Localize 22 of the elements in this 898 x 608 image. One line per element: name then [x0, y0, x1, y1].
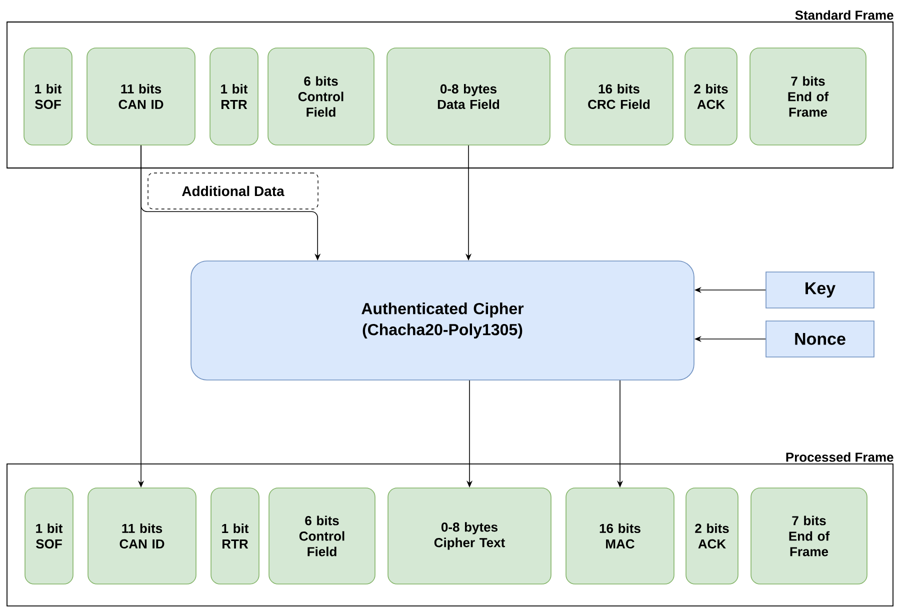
- field-box: 11 bits CAN ID: [86, 48, 196, 146]
- field-box: 1 bit SOF: [24, 488, 74, 584]
- field-box: 0-8 bytes Cipher Text: [388, 488, 552, 584]
- field-box: 11 bits CAN ID: [88, 488, 196, 584]
- field-box: 2 bits ACK: [686, 488, 738, 584]
- node-label: Standard Frame: [795, 10, 894, 20]
- input-box: Key: [766, 272, 874, 308]
- field-box: 6 bits Control Field: [268, 48, 374, 146]
- field-box: 16 bits CRC Field: [564, 48, 674, 146]
- field-box: 16 bits MAC: [566, 488, 674, 584]
- field-box: 1 bit RTR: [210, 488, 260, 584]
- field-box: 7 bits End of Frame: [750, 48, 866, 146]
- field-box: 1 bit RTR: [210, 48, 258, 146]
- edge-label: Additional Data: [148, 172, 318, 210]
- input-box: Nonce: [766, 320, 874, 358]
- field-box: 2 bits ACK: [684, 48, 738, 146]
- cipher-box: Authenticated Cipher (Chacha20-Poly1305): [190, 260, 694, 380]
- node-label: Processed Frame: [786, 452, 894, 462]
- field-box: 7 bits End of Frame: [750, 488, 868, 584]
- field-box: 0-8 bytes Data Field: [386, 48, 550, 146]
- field-box: 1 bit SOF: [24, 48, 72, 146]
- field-box: 6 bits Control Field: [268, 488, 376, 584]
